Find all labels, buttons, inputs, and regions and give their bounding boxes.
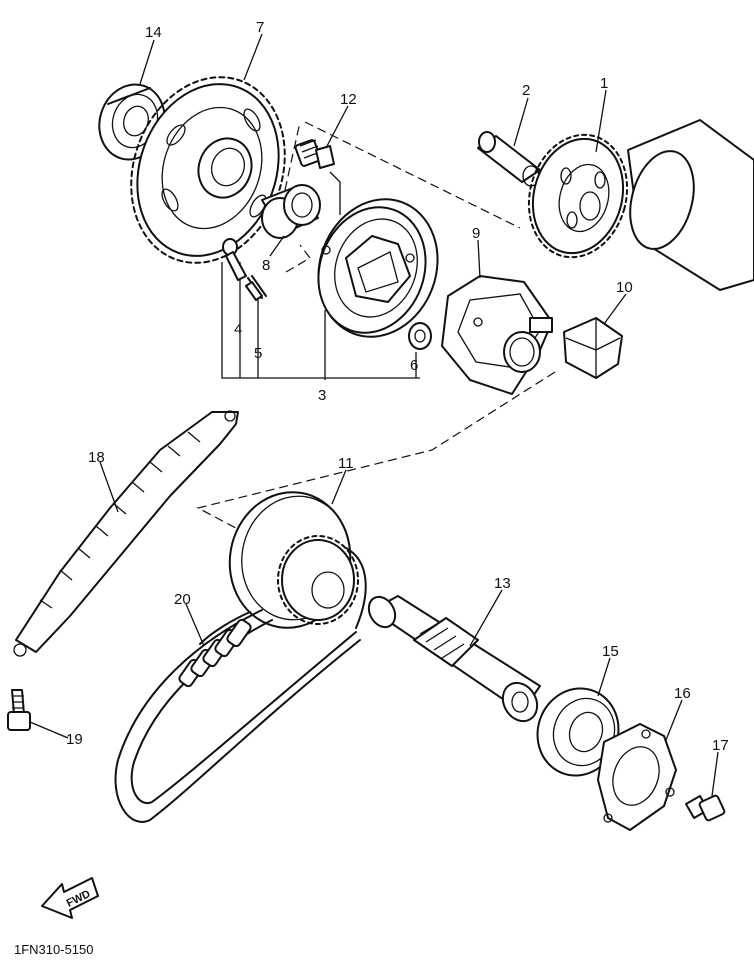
callout-18: 18	[88, 449, 105, 466]
part-2-pin	[477, 131, 541, 187]
callout-11: 11	[338, 455, 354, 472]
callout-14: 14	[145, 24, 162, 41]
callout-20: 20	[174, 591, 191, 608]
part-9-clutch-plate	[441, 275, 553, 395]
part-3-clutch-housing	[317, 198, 439, 338]
callout-17: 17	[712, 737, 729, 754]
part-19-bolt	[7, 689, 31, 731]
callout-7: 7	[256, 19, 264, 36]
part-20-chain	[114, 547, 367, 823]
assembly-lines	[196, 121, 556, 563]
fwd-arrow-icon: FWD	[41, 877, 99, 919]
part-6-roller	[408, 322, 432, 350]
part-5-spring	[245, 275, 267, 301]
part-17-bolt	[685, 794, 726, 822]
callout-16: 16	[674, 685, 691, 702]
callout-3: 3	[318, 387, 326, 404]
part-8-sleeve	[261, 184, 321, 239]
part-7-large-gear	[130, 76, 286, 264]
part-18-chain-guide	[13, 410, 239, 657]
leader-lines	[29, 33, 719, 797]
part-13-shaft	[367, 595, 541, 723]
part-16-plate	[597, 723, 677, 831]
part-1-starter-gear	[527, 119, 754, 291]
callout-5: 5	[254, 345, 262, 362]
callout-15: 15	[602, 643, 619, 660]
callout-10: 10	[616, 279, 633, 296]
callout-2: 2	[522, 82, 530, 99]
callout-labels: 14 7 12 2 1 8 9 10 4 5 6 3 11 18 13 20 1…	[66, 19, 729, 754]
callout-9: 9	[472, 225, 480, 242]
part-11-sprocket-gear	[228, 491, 359, 629]
callout-1: 1	[600, 75, 608, 92]
part-4-pin	[222, 238, 247, 281]
callout-13: 13	[494, 575, 511, 592]
callout-6: 6	[410, 357, 418, 374]
part-12-bolt	[294, 139, 335, 169]
callout-12: 12	[340, 91, 357, 108]
callout-8: 8	[262, 257, 270, 274]
callout-4: 4	[234, 321, 242, 338]
diagram-code: 1FN310-5150	[14, 942, 94, 957]
callout-19: 19	[66, 731, 83, 748]
part-10-block	[563, 317, 623, 379]
